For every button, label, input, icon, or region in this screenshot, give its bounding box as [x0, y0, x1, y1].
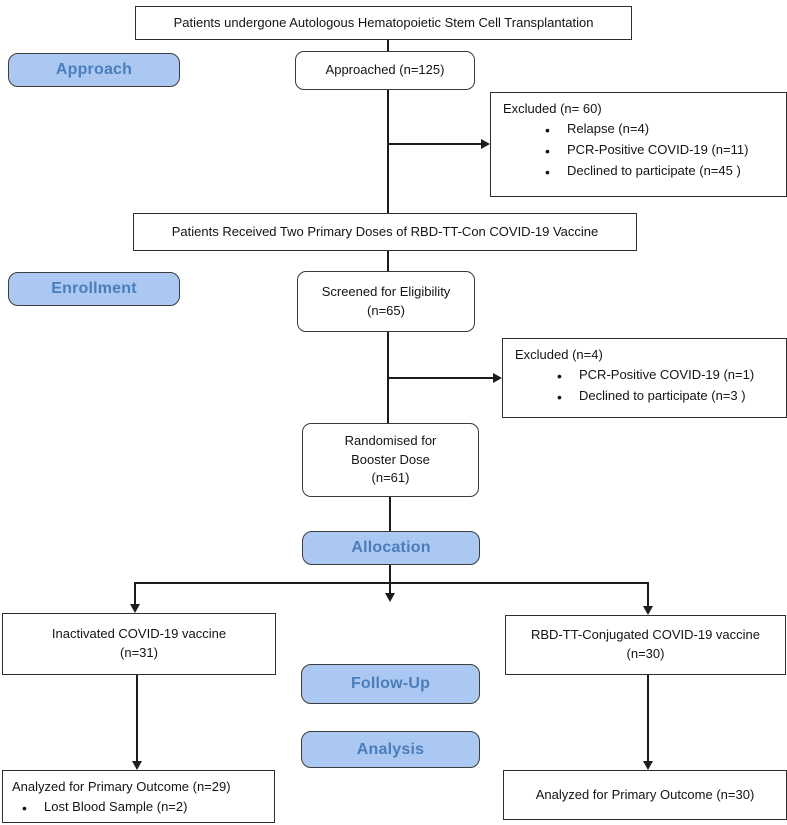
- analyzed-inactivated-item: Lost Blood Sample (n=2): [22, 798, 266, 819]
- excluded-approach-item: PCR-Positive COVID-19 (n=11): [545, 141, 778, 162]
- excluded-approach-item-text: Declined to participate (n=45 ): [567, 162, 741, 178]
- connector-randomised-allocation: [389, 497, 391, 531]
- arrowhead-analyzed-left: [132, 761, 142, 770]
- stage-label-follow-up-text: Follow-Up: [350, 675, 431, 692]
- stage-label-analysis: Analysis: [301, 731, 480, 768]
- stage-label-approach-text: Approach: [55, 61, 133, 78]
- approached-text: Approached (n=125): [325, 62, 445, 78]
- connector-population-approached: [387, 40, 389, 51]
- arrowhead-branch-left: [130, 604, 140, 613]
- connector-excluded-approach-line: [388, 143, 482, 145]
- analyzed-inactivated-item-text: Lost Blood Sample (n=2): [44, 798, 188, 814]
- screened-text-line2: (n=65): [367, 302, 405, 318]
- excluded-approach-item-text: Relapse (n=4): [567, 120, 650, 136]
- arrowhead-excluded-screening: [493, 373, 502, 383]
- connector-arm-left-analyzed: [136, 675, 138, 762]
- stage-label-allocation: Allocation: [302, 531, 480, 565]
- excluded-screening-title: Excluded (n=4): [515, 347, 603, 362]
- excluded-approach-box: Excluded (n= 60) Relapse (n=4) PCR-Posit…: [490, 92, 787, 197]
- connector-excluded-screening-line: [388, 377, 493, 379]
- randomised-text-line2: Booster Dose: [351, 451, 430, 467]
- bullet-icon: [545, 162, 567, 183]
- bullet-icon: [557, 387, 579, 408]
- bullet-icon: [545, 120, 567, 141]
- bullet-icon: [545, 141, 567, 162]
- excluded-screening-item-text: PCR-Positive COVID-19 (n=1): [579, 366, 755, 382]
- excluded-screening-item-text: Declined to participate (n=3 ): [579, 387, 746, 403]
- excluded-screening-item: Declined to participate (n=3 ): [557, 387, 778, 408]
- stage-label-analysis-text: Analysis: [356, 740, 425, 758]
- analyzed-inactivated-box: Analyzed for Primary Outcome (n=29) Lost…: [2, 770, 275, 823]
- population-box: Patients undergone Autologous Hematopoie…: [135, 6, 632, 40]
- arrowhead-excluded-approach: [481, 139, 490, 149]
- arrowhead-analyzed-right: [643, 761, 653, 770]
- connector-primarydoses-screened: [387, 251, 389, 271]
- connector-branch-horizontal: [134, 582, 649, 584]
- randomised-text-line1: Randomised for: [344, 432, 437, 448]
- excluded-approach-item-text: PCR-Positive COVID-19 (n=11): [567, 141, 749, 157]
- connector-approached-primarydoses: [387, 90, 389, 213]
- analyzed-rbd-box: Analyzed for Primary Outcome (n=30): [503, 770, 787, 820]
- arm-rbd-text-line2: (n=30): [626, 646, 665, 661]
- stage-label-enrollment: Enrollment: [8, 272, 180, 306]
- arm-inactivated-text-line2: (n=31): [120, 645, 158, 660]
- arrowhead-branch-right: [643, 606, 653, 615]
- connector-branch-left: [134, 584, 136, 605]
- arm-inactivated-box: Inactivated COVID-19 vaccine (n=31): [2, 613, 276, 675]
- population-text: Patients undergone Autologous Hematopoie…: [173, 14, 594, 30]
- arrowhead-allocation-center: [385, 593, 395, 602]
- analyzed-inactivated-title: Analyzed for Primary Outcome (n=29): [12, 779, 231, 794]
- stage-label-enrollment-text: Enrollment: [51, 280, 137, 297]
- randomised-text-line3: (n=61): [371, 470, 410, 486]
- excluded-approach-title: Excluded (n= 60): [503, 101, 602, 116]
- connector-allocation-down: [389, 565, 391, 593]
- stage-label-approach: Approach: [8, 53, 180, 87]
- connector-arm-right-analyzed: [647, 675, 649, 762]
- screened-text-line1: Screened for Eligibility: [321, 283, 451, 299]
- arm-rbd-text-line1: RBD-TT-Conjugated COVID-19 vaccine: [530, 627, 761, 643]
- randomised-box: Randomised for Booster Dose (n=61): [302, 423, 479, 497]
- analyzed-rbd-text: Analyzed for Primary Outcome (n=30): [535, 786, 755, 802]
- excluded-approach-item: Relapse (n=4): [545, 120, 778, 141]
- bullet-icon: [557, 366, 579, 387]
- arm-inactivated-text-line1: Inactivated COVID-19 vaccine: [51, 626, 227, 642]
- stage-label-follow-up: Follow-Up: [301, 664, 480, 704]
- bullet-icon: [22, 798, 44, 819]
- primary-doses-text: Patients Received Two Primary Doses of R…: [171, 223, 599, 239]
- excluded-screening-box: Excluded (n=4) PCR-Positive COVID-19 (n=…: [502, 338, 787, 418]
- screened-box: Screened for Eligibility (n=65): [297, 271, 475, 332]
- excluded-screening-item: PCR-Positive COVID-19 (n=1): [557, 366, 778, 387]
- arm-rbd-box: RBD-TT-Conjugated COVID-19 vaccine (n=30…: [505, 615, 786, 675]
- approached-box: Approached (n=125): [295, 51, 475, 90]
- excluded-approach-item: Declined to participate (n=45 ): [545, 162, 778, 183]
- connector-branch-right: [647, 584, 649, 607]
- stage-label-allocation-text: Allocation: [351, 539, 431, 556]
- primary-doses-box: Patients Received Two Primary Doses of R…: [133, 213, 637, 251]
